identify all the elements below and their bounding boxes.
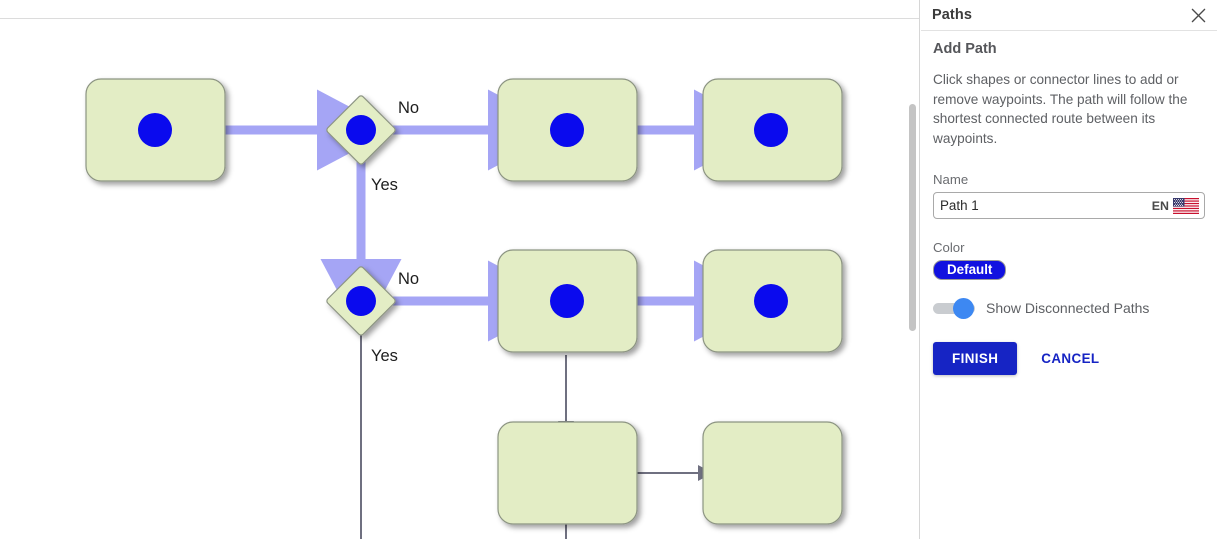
connector-layer[interactable]	[225, 89, 771, 539]
edge-label-yes-2: Yes	[371, 347, 398, 365]
shape-layer[interactable]	[85, 78, 843, 525]
panel-divider	[919, 0, 920, 539]
waypoint-dot-task-1[interactable]	[550, 113, 584, 147]
edge-label-yes-1: Yes	[371, 176, 398, 194]
name-input[interactable]	[940, 193, 1152, 218]
panel-title: Paths	[932, 7, 972, 23]
shape-task-6[interactable]	[702, 421, 843, 525]
waypoint-dot-start[interactable]	[138, 113, 172, 147]
show-disconnected-paths-row[interactable]: Show Disconnected Paths	[933, 298, 1205, 319]
waypoint-dot-task-4[interactable]	[754, 284, 788, 318]
name-field[interactable]: EN	[933, 192, 1205, 219]
color-chip-default[interactable]: Default	[933, 260, 1007, 280]
panel-body: Add Path Click shapes or connector lines…	[921, 31, 1217, 375]
waypoint-dot-decision-2[interactable]	[346, 286, 376, 316]
shape-task-5[interactable]	[497, 421, 638, 525]
close-icon[interactable]	[1188, 5, 1208, 25]
name-field-label: Name	[933, 172, 969, 187]
diagram-canvas[interactable]: No Yes No Yes	[0, 0, 920, 539]
color-field-label: Color	[933, 240, 965, 255]
panel-header: Paths	[921, 0, 1217, 31]
edge-label-no-2: No	[398, 270, 419, 288]
edge-label-no-1: No	[398, 99, 419, 117]
color-row: Color Default	[933, 240, 1205, 280]
section-title: Add Path	[933, 41, 997, 57]
cancel-button[interactable]: CANCEL	[1039, 342, 1101, 375]
finish-button[interactable]: FINISH	[933, 342, 1018, 375]
help-text: Click shapes or connector lines to add o…	[933, 72, 1188, 146]
edge-label-layer: No Yes No Yes	[371, 99, 419, 365]
canvas-vertical-scrollbar[interactable]	[907, 22, 919, 539]
waypoint-dot-task-2[interactable]	[754, 113, 788, 147]
flowchart-diagram[interactable]: No Yes No Yes	[0, 0, 920, 539]
us-flag-icon	[1173, 197, 1199, 214]
language-code-label: EN	[1151, 198, 1169, 213]
canvas-top-divider	[0, 18, 920, 19]
action-row: FINISH CANCEL	[933, 342, 1205, 375]
canvas-scrollbar-thumb[interactable]	[909, 104, 916, 331]
toggle-knob	[953, 298, 974, 319]
paths-panel: Paths Add Path Click shapes or connector…	[921, 0, 1217, 539]
show-disconnected-paths-label: Show Disconnected Paths	[986, 300, 1150, 316]
waypoint-dot-decision-1[interactable]	[346, 115, 376, 145]
show-disconnected-paths-toggle[interactable]	[933, 298, 975, 319]
waypoint-dot-task-3[interactable]	[550, 284, 584, 318]
